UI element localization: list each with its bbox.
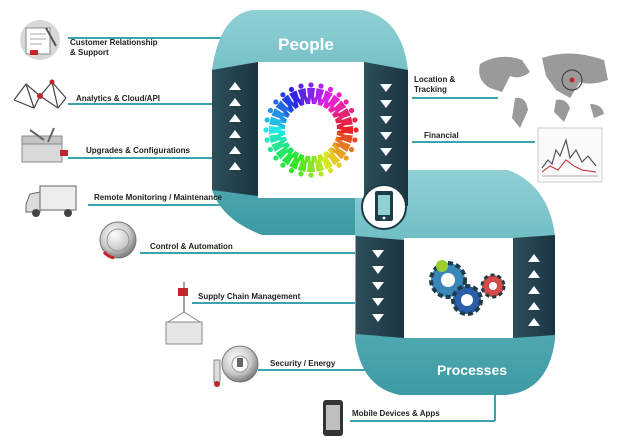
up-arrows-icon [229,82,241,170]
down-arrows-icon [372,250,384,322]
crm-label-line1: Customer Relationship [70,38,158,47]
people-ring-icon [263,82,359,178]
location-label-line1: Location & [414,75,456,84]
person-figure [323,147,342,168]
people-title: People [278,35,334,54]
smartphone-icon [323,400,343,436]
person-figure [280,92,299,113]
polygon-network-icon [13,79,67,109]
crane-hook-icon [165,282,203,345]
person-figure [317,86,334,109]
person-figure [267,107,290,124]
financial-label: Financial [424,131,459,140]
crm-label-line2: & Support [70,48,109,57]
processes-title: Processes [437,362,507,378]
dial-knob-icon [99,221,137,260]
person-figure [273,142,294,161]
lock-dial-icon [213,345,259,387]
world-map-icon [479,53,608,128]
connector-lines [68,37,535,422]
toolbox-icon [21,127,68,163]
control-automation-label: Control & Automation [150,242,233,251]
person-figure [328,99,349,118]
analytics-label: Analytics & Cloud/API [76,94,160,103]
arrow-chevrons [229,82,540,326]
person-figure [263,125,285,135]
person-figure [328,142,349,161]
upgrades-label: Upgrades & Configurations [86,146,191,155]
person-figure [273,99,294,118]
person-figure [306,156,316,178]
person-figure [332,136,355,153]
supply-chain-label: Supply Chain Management [198,292,301,301]
gears-icon [429,260,506,316]
down-arrows-icon [380,84,392,172]
tablet-badge-icon [361,184,407,230]
stock-chart-icon [537,127,603,183]
person-figure [306,82,316,104]
person-figure [323,92,342,113]
person-figure [337,125,359,135]
upper-left-panel [212,62,258,196]
person-figure [280,147,299,168]
person-figure [288,151,305,174]
security-energy-label: Security / Energy [270,359,336,368]
truck-icon [25,185,77,217]
person-figure [335,116,358,130]
mobile-devices-label: Mobile Devices & Apps [352,409,440,418]
document-pen-icon [20,20,60,60]
remote-monitoring-label: Remote Monitoring / Maintenance [94,193,223,202]
up-arrows-icon [528,254,540,326]
location-label-line2: Tracking [414,85,447,94]
